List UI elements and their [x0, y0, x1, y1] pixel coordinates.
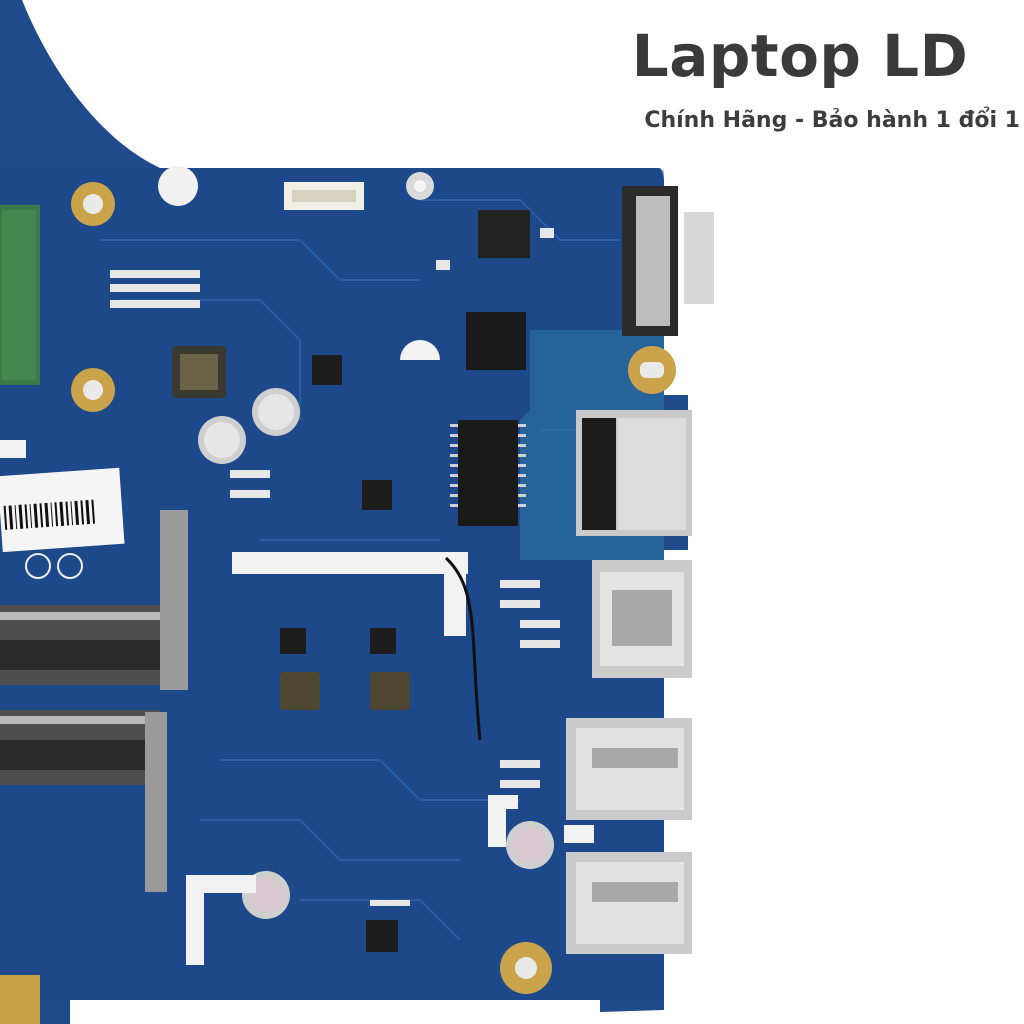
- brand-subtitle: Chính Hãng - Bảo hành 1 đổi 1: [644, 108, 1020, 133]
- silkscreen-outlines: [0, 340, 594, 965]
- gold-pad: [0, 975, 40, 1024]
- smd-components: [110, 228, 560, 906]
- power-connector: [622, 186, 714, 336]
- usb-ports: [566, 718, 692, 954]
- rj45-port: [576, 410, 692, 536]
- sodimm-slots: [0, 510, 188, 892]
- hdmi-port: [592, 560, 692, 678]
- mounting-holes: [71, 166, 676, 994]
- pcb-traces: [100, 199, 621, 941]
- inductors: [172, 346, 410, 710]
- brand-title: Laptop LD: [631, 22, 969, 90]
- lenovo-sticker: [0, 467, 125, 579]
- antenna-wire: [444, 556, 482, 741]
- ic-chips: [280, 210, 530, 952]
- lan-transformer: [450, 420, 526, 526]
- capacitors: [198, 388, 554, 919]
